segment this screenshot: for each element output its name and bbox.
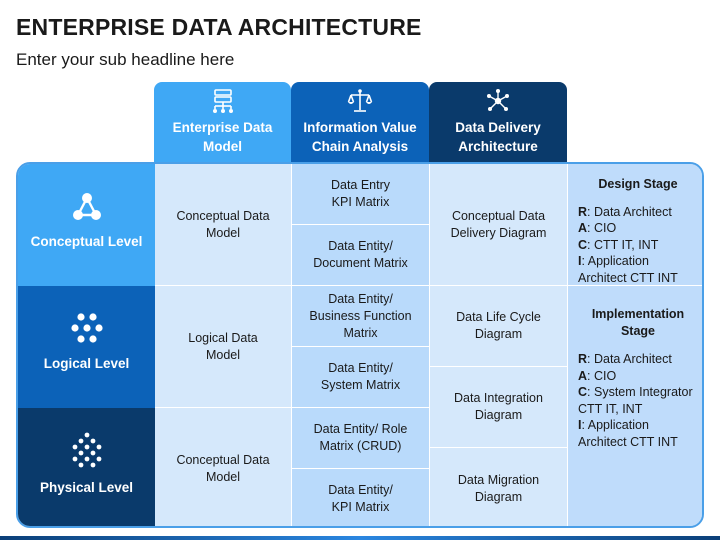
column-header-label: Information Value (303, 120, 417, 135)
balance-scale-icon (347, 89, 373, 112)
row-label-text: Logical Level (43, 356, 130, 371)
row-label-text: Physical Level (39, 480, 134, 495)
column-header-label: Architecture (458, 139, 538, 154)
design-stage-panel: Design Stage R: Data Architect A: CIO C:… (568, 164, 702, 286)
cell-physical-conceptual-data-model: Conceptual Data Model (155, 408, 292, 526)
column-header-label: Data Delivery (455, 120, 541, 135)
architecture-table: Conceptual Level Logical Level Physical … (16, 162, 704, 528)
cell-data-entity-system-matrix: Data Entity/System Matrix (292, 347, 430, 408)
column-header-label: Chain Analysis (311, 139, 409, 154)
network-icon (487, 89, 509, 111)
column-header-enterprise-data-model: Enterprise Data Model (154, 82, 291, 162)
page-title: ENTERPRISE DATA ARCHITECTURE (16, 14, 422, 40)
column-header-label: Model (203, 139, 242, 154)
row-label-physical: Physical Level (18, 408, 155, 526)
cell-data-entity-kpi-matrix: Data Entity/KPI Matrix (292, 469, 430, 526)
row-label-conceptual: Conceptual Level (18, 164, 155, 286)
footer-accent-bar (0, 536, 720, 540)
column-header-data-delivery-architecture: Data Delivery Architecture (429, 82, 567, 162)
column-header-information-value-chain: Information Value Chain Analysis (291, 82, 429, 162)
page-subtitle: Enter your sub headline here (16, 50, 235, 69)
grid-nodes-icon (72, 432, 101, 468)
triangle-nodes-icon (72, 193, 101, 220)
column-header-label: Enterprise Data (172, 120, 273, 135)
cell-logical-data-model: Logical Data Model (155, 286, 292, 408)
cell-conceptual-data-model: Conceptual Data Model (155, 164, 292, 286)
row-label-logical: Logical Level (18, 286, 155, 408)
hierarchy-icon (212, 89, 233, 113)
row-label-text: Conceptual Level (30, 234, 143, 249)
hexagon-nodes-icon (70, 313, 103, 343)
design-stage-title: Design Stage (598, 177, 678, 191)
cell-data-entity-document-matrix: Data Entity/Document Matrix (292, 225, 430, 286)
